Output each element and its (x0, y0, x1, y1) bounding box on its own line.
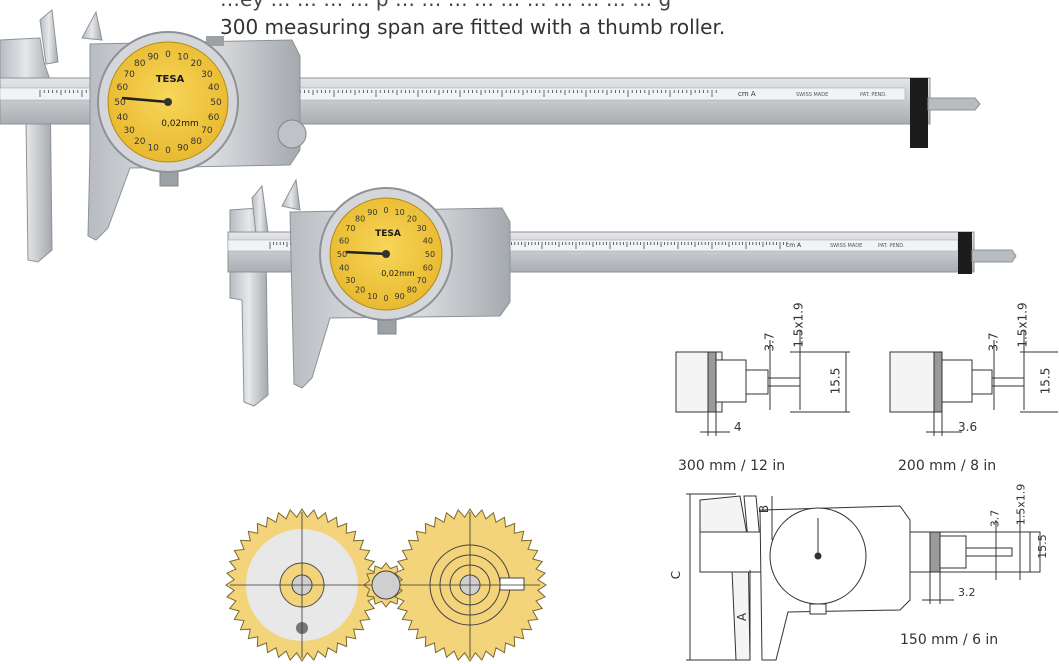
dial-number: 30 (123, 126, 135, 136)
caption: …ey … … … … p … … … … … … … … … … g 300 … (220, 0, 1040, 40)
dial-number: 50 (425, 250, 435, 259)
dial-number: 50 (114, 98, 126, 108)
dial-number: 10 (395, 208, 405, 217)
dim-200-155: 15.5 (1038, 367, 1053, 395)
dim-150-155: 15.5 (1035, 534, 1049, 559)
dim-200-37: 3.7 (986, 332, 1001, 352)
dial-number: 70 (345, 224, 355, 233)
dial-number: 0 (165, 146, 171, 156)
caption-line-2: 300 measuring span are fitted with a thu… (220, 15, 726, 39)
dim-150-width: 3.2 (958, 586, 976, 599)
dial-number: 20 (190, 59, 202, 69)
dial-number: 60 (423, 264, 433, 273)
dial-number: 90 (367, 208, 377, 217)
gear-diagram (225, 508, 547, 662)
dim-300-width: 4 (734, 420, 742, 434)
dial-number: 80 (355, 214, 365, 223)
dial-number: 40 (423, 236, 433, 245)
dial-number: 80 (134, 59, 146, 69)
brand-logo-2: TESA (375, 229, 401, 239)
dial-number: 90 (147, 52, 159, 62)
dial-number: 90 (395, 292, 405, 301)
dial-number: 20 (355, 286, 365, 295)
dial-number: 70 (123, 70, 135, 80)
swiss-made: SWISS MADE (796, 92, 828, 98)
dial-number: 30 (201, 70, 213, 80)
dial-number: 60 (208, 113, 220, 123)
resolution-label: 0,02mm (161, 119, 199, 129)
drawing-200 (889, 330, 1058, 436)
caption-200: 200 mm / 8 in (898, 458, 997, 474)
dim-300-155: 15.5 (828, 367, 843, 395)
dial-number: 70 (201, 126, 213, 136)
dim-200-15x19: 1.5x1.9 (1015, 302, 1030, 348)
caption-line-1: …ey … … … … p … … … … … … … … … … g (220, 0, 671, 12)
dim-150-37: 3.7 (988, 509, 1002, 528)
dial-number: 70 (417, 276, 427, 285)
dial-number: 10 (367, 292, 377, 301)
dial-number: 60 (117, 83, 129, 93)
dial-number: 40 (339, 264, 349, 273)
dial-number: 10 (147, 144, 159, 154)
dial-number: 20 (407, 214, 417, 223)
dial-number: 0 (383, 294, 388, 303)
dial-number: 30 (417, 224, 427, 233)
dial-number: 90 (177, 144, 189, 154)
brand-logo: TESA (156, 74, 185, 85)
scale-unit: cm A (738, 90, 756, 98)
patent-label-2: PAT. PEND. (878, 243, 905, 249)
caption-150: 150 mm / 6 in (900, 632, 999, 648)
drawing-150 (686, 493, 1041, 661)
dim-150-b: B (757, 504, 772, 514)
dim-150-c: C (669, 570, 684, 580)
dim-300-15x19: 1.5x1.9 (791, 302, 806, 348)
swiss-made-2: SWISS MADE (830, 243, 862, 249)
patent-label: PAT. PEND. (860, 92, 887, 98)
dial-number: 0 (383, 206, 388, 215)
dial-number: 50 (337, 250, 347, 259)
dial-number: 40 (208, 83, 220, 93)
resolution-label-2: 0,02mm (381, 269, 415, 278)
drawing-300 (675, 330, 850, 436)
dial-number: 20 (134, 137, 146, 147)
scale-unit-2: cm A (786, 242, 802, 249)
dim-200-width: 3.6 (958, 420, 978, 434)
dial-number: 80 (190, 137, 202, 147)
dim-150-15x19: 1.5x1.9 (1014, 483, 1028, 526)
dim-150-a: A (735, 612, 750, 622)
dial-number: 60 (339, 236, 349, 245)
caption-300: 300 mm / 12 in (678, 458, 786, 474)
dial-number: 40 (117, 113, 129, 123)
dial-number: 80 (407, 286, 417, 295)
dial-number: 30 (345, 276, 355, 285)
dial-number: 10 (177, 52, 189, 62)
dim-300-37: 3.7 (762, 332, 777, 352)
dial-number: 0 (165, 50, 171, 60)
dial-number: 50 (210, 98, 222, 108)
